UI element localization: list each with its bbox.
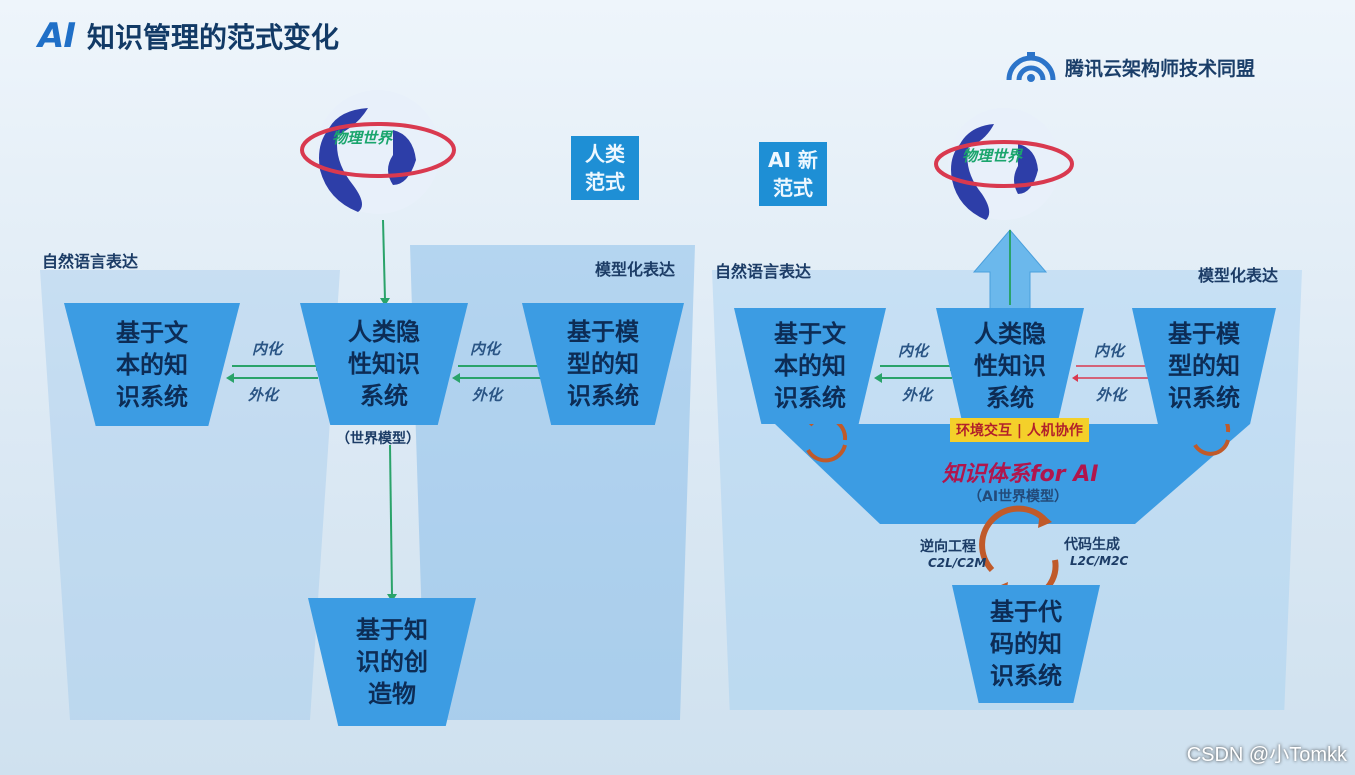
box-line: 识系统 <box>774 384 846 412</box>
right-model-expression-label: 模型化表达 <box>1198 266 1279 285</box>
tag-line-1: AI 新 <box>768 148 818 172</box>
globe-right-icon <box>934 108 1074 220</box>
left-natural-language-label: 自然语言表达 <box>42 252 139 271</box>
reverse-engineering-label: 逆向工程 <box>920 539 976 555</box>
left-internalize-label-2: 内化 <box>470 340 501 358</box>
reverse-engineering-sub: C2L/C2M <box>928 556 987 570</box>
tag-ai-paradigm: AI 新 范式 <box>759 142 827 206</box>
right-natural-language-label: 自然语言表达 <box>715 262 812 281</box>
globe-right-label: 物理世界 <box>962 147 1023 165</box>
brand: 腾讯云架构师技术同盟 <box>1003 50 1255 84</box>
ai-logo: AI <box>38 16 76 56</box>
box-line: 识的创 <box>356 648 428 676</box>
right-externalize-label-1: 外化 <box>902 386 933 404</box>
box-line: 基于代 <box>990 598 1062 626</box>
box-line: 基于模 <box>567 318 639 346</box>
ai-knowledge-system-title: 知识体系for AI <box>942 462 1099 487</box>
box-line: 基于模 <box>1168 320 1240 348</box>
watermark: CSDN @小Tomkk <box>1186 744 1347 766</box>
left-externalize-label-1: 外化 <box>248 386 279 404</box>
box-line: 系统 <box>986 384 1034 412</box>
left-artifact-box: 基于知 识的创 造物 <box>308 598 476 726</box>
box-line: 造物 <box>368 680 416 708</box>
box-line: 识系统 <box>116 382 188 411</box>
right-model-knowledge-box: 基于模 型的知 识系统 <box>1132 308 1276 424</box>
box-line: 人类隐 <box>348 318 420 346</box>
right-internalize-label-2: 内化 <box>1094 342 1125 360</box>
page-title: 知识管理的范式变化 <box>86 21 339 54</box>
tag-line-1: 人类 <box>585 142 625 166</box>
tencent-cloud-icon <box>1006 52 1056 82</box>
right-internalize-label-1: 内化 <box>898 342 929 360</box>
left-world-model-label: （世界模型） <box>336 431 420 447</box>
left-human-tacit-box: 人类隐 性知识 系统 <box>300 303 468 425</box>
right-code-knowledge-box: 基于代 码的知 识系统 <box>952 585 1100 703</box>
globe-left-label: 物理世界 <box>332 129 393 147</box>
globe-left-icon <box>300 90 456 214</box>
box-line: 识系统 <box>990 662 1062 690</box>
header: AI 知识管理的范式变化 <box>38 16 339 56</box>
box-line: 识系统 <box>567 382 639 410</box>
box-line: 本的知 <box>774 352 846 380</box>
brand-name: 腾讯云架构师技术同盟 <box>1065 57 1256 80</box>
code-generation-label: 代码生成 <box>1064 537 1120 553</box>
box-line: 本的知 <box>116 350 188 379</box>
right-text-knowledge-box: 基于文 本的知 识系统 <box>734 308 886 424</box>
box-line: 系统 <box>360 382 408 410</box>
left-model-expression-label: 模型化表达 <box>595 260 676 279</box>
ai-world-model-label: （AI世界模型） <box>968 489 1069 505</box>
box-line: 基于知 <box>356 616 428 644</box>
code-generation-sub: L2C/M2C <box>1070 554 1129 568</box>
left-text-knowledge-box: 基于文 本的知 识系统 <box>64 303 240 426</box>
box-line: 性知识 <box>348 350 420 378</box>
box-line: 人类隐 <box>974 320 1046 348</box>
tag-line-2: 范式 <box>585 170 625 194</box>
right-human-tacit-box: 人类隐 性知识 系统 <box>936 308 1084 424</box>
box-line: 性知识 <box>974 352 1046 380</box>
tag-line-2: 范式 <box>773 176 813 200</box>
interaction-highlight: 环境交互 | 人机协作 <box>950 418 1089 442</box>
box-line: 基于文 <box>116 318 188 347</box>
box-line: 型的知 <box>567 350 639 378</box>
box-line: 码的知 <box>990 630 1062 658</box>
right-externalize-label-2: 外化 <box>1096 386 1127 404</box>
tag-human-paradigm: 人类 范式 <box>571 136 639 200</box>
box-line: 型的知 <box>1168 352 1240 380</box>
box-line: 识系统 <box>1168 384 1240 412</box>
left-internalize-label-1: 内化 <box>252 340 283 358</box>
left-externalize-label-2: 外化 <box>472 386 503 404</box>
box-line: 基于文 <box>774 320 846 348</box>
left-model-knowledge-box: 基于模 型的知 识系统 <box>522 303 684 425</box>
